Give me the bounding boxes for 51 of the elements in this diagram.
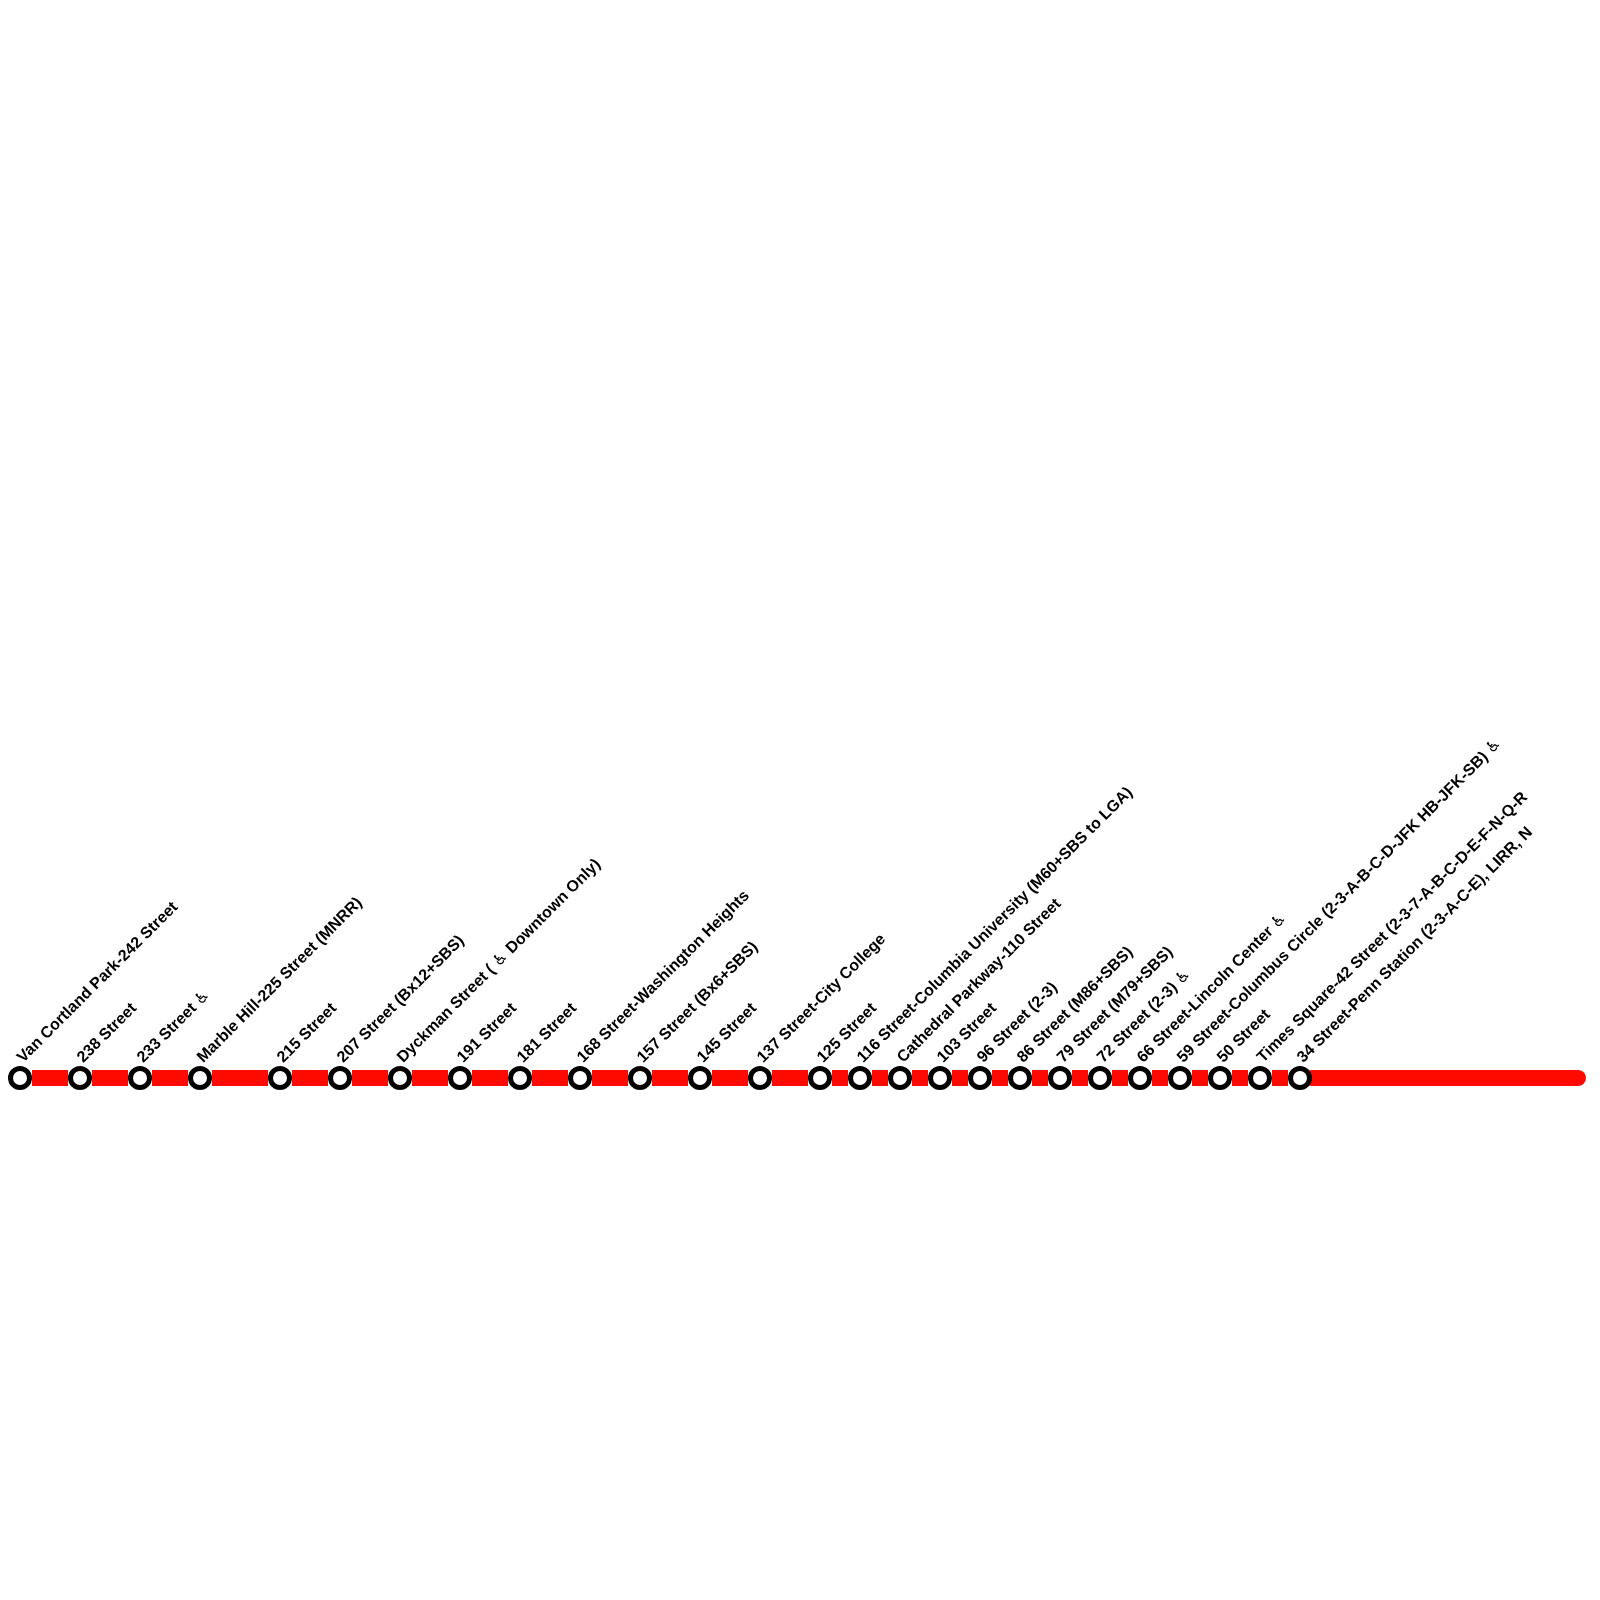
- rail-line: [292, 1070, 328, 1086]
- station-marker: [808, 1066, 832, 1090]
- rail-line: [532, 1070, 568, 1086]
- rail-line: [412, 1070, 448, 1086]
- rail-line: [1072, 1070, 1088, 1086]
- station-marker: [1008, 1066, 1032, 1090]
- station-marker: [568, 1066, 592, 1090]
- rail-line: [952, 1070, 968, 1086]
- station-marker: [748, 1066, 772, 1090]
- station-marker: [1088, 1066, 1112, 1090]
- station-marker: [448, 1066, 472, 1090]
- rail-line: [832, 1070, 848, 1086]
- station-marker: [268, 1066, 292, 1090]
- station-marker: [68, 1066, 92, 1090]
- station-marker: [328, 1066, 352, 1090]
- station-marker: [1128, 1066, 1152, 1090]
- station-marker: [1248, 1066, 1272, 1090]
- rail-line: [92, 1070, 128, 1086]
- station-marker: [1288, 1066, 1312, 1090]
- rail-line: [1232, 1070, 1248, 1086]
- rail-line: [32, 1070, 68, 1086]
- station-marker: [628, 1066, 652, 1090]
- rail-line: [1192, 1070, 1208, 1086]
- station-marker: [688, 1066, 712, 1090]
- rail-line: [1272, 1070, 1288, 1086]
- station-marker: [8, 1066, 32, 1090]
- rail-line: [772, 1070, 808, 1086]
- station-marker: [128, 1066, 152, 1090]
- rail-line: [992, 1070, 1008, 1086]
- station-marker: [188, 1066, 212, 1090]
- rail-line: [152, 1070, 188, 1086]
- rail-line: [712, 1070, 748, 1086]
- station-marker: [1208, 1066, 1232, 1090]
- rail-line: [912, 1070, 928, 1086]
- rail-line: [1112, 1070, 1128, 1086]
- station-marker: [508, 1066, 532, 1090]
- station-marker: [888, 1066, 912, 1090]
- rail-line: [1152, 1070, 1168, 1086]
- station-marker: [928, 1066, 952, 1090]
- rail-line: [592, 1070, 628, 1086]
- station-marker: [1168, 1066, 1192, 1090]
- station-marker: [848, 1066, 872, 1090]
- rail-line: [352, 1070, 388, 1086]
- station-marker: [388, 1066, 412, 1090]
- station-marker: [1048, 1066, 1072, 1090]
- station-marker: [968, 1066, 992, 1090]
- rail-line: [872, 1070, 888, 1086]
- rail-line: [212, 1070, 268, 1086]
- rail-line: [1032, 1070, 1048, 1086]
- rail-line: [472, 1070, 508, 1086]
- rail-line: [652, 1070, 688, 1086]
